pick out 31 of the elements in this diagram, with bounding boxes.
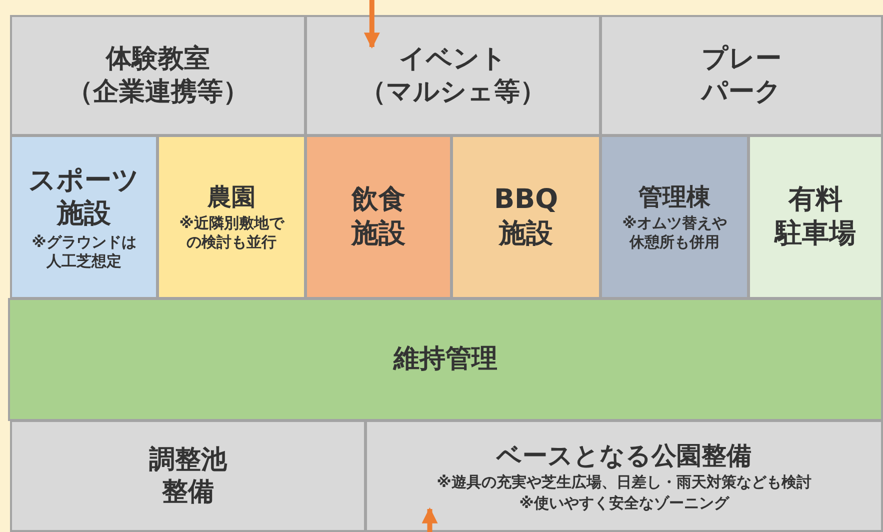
arrow bbox=[364, 0, 380, 49]
box-title: 体験教室（企業連携等） bbox=[67, 43, 249, 108]
box-title: プレーパーク bbox=[702, 43, 782, 108]
box-note: ※遊具の充実や芝生広場、日差し・雨天対策なども検討 bbox=[436, 472, 812, 492]
box-title: 飲食施設 bbox=[352, 183, 406, 251]
facility-box bbox=[600, 135, 749, 299]
zone-box bbox=[600, 15, 883, 136]
box-title: BBQ施設 bbox=[494, 183, 558, 251]
box-title: 管理棟 bbox=[638, 182, 710, 212]
box-title: イベント（マルシェ等） bbox=[360, 43, 546, 108]
facility-box bbox=[748, 135, 883, 299]
band-box bbox=[8, 298, 883, 421]
box-title: スポーツ施設 bbox=[28, 164, 140, 231]
box-title: 維持管理 bbox=[394, 343, 498, 376]
box-note: ※グラウンドは人工芝想定 bbox=[32, 233, 136, 270]
facility-box bbox=[451, 135, 601, 299]
facility-box bbox=[305, 135, 452, 299]
box-note: ※使いやすく安全なゾーニング bbox=[519, 494, 729, 512]
box-note: ※近隣別敷地での検討も並行 bbox=[179, 214, 284, 252]
box-title: 農園 bbox=[208, 182, 256, 212]
facility-box bbox=[10, 135, 158, 299]
zone-box bbox=[10, 420, 366, 532]
zone-box bbox=[10, 15, 306, 136]
zone-box bbox=[365, 420, 883, 532]
facility-box bbox=[157, 135, 306, 299]
box-title: 有料駐車場 bbox=[775, 183, 856, 251]
box-title: ベースとなる公園整備 bbox=[496, 440, 752, 471]
box-title: 調整池整備 bbox=[149, 444, 227, 508]
arrow bbox=[422, 507, 438, 532]
box-note: ※オムツ替えや休憩所も併用 bbox=[622, 214, 727, 252]
zone-box bbox=[305, 15, 601, 136]
